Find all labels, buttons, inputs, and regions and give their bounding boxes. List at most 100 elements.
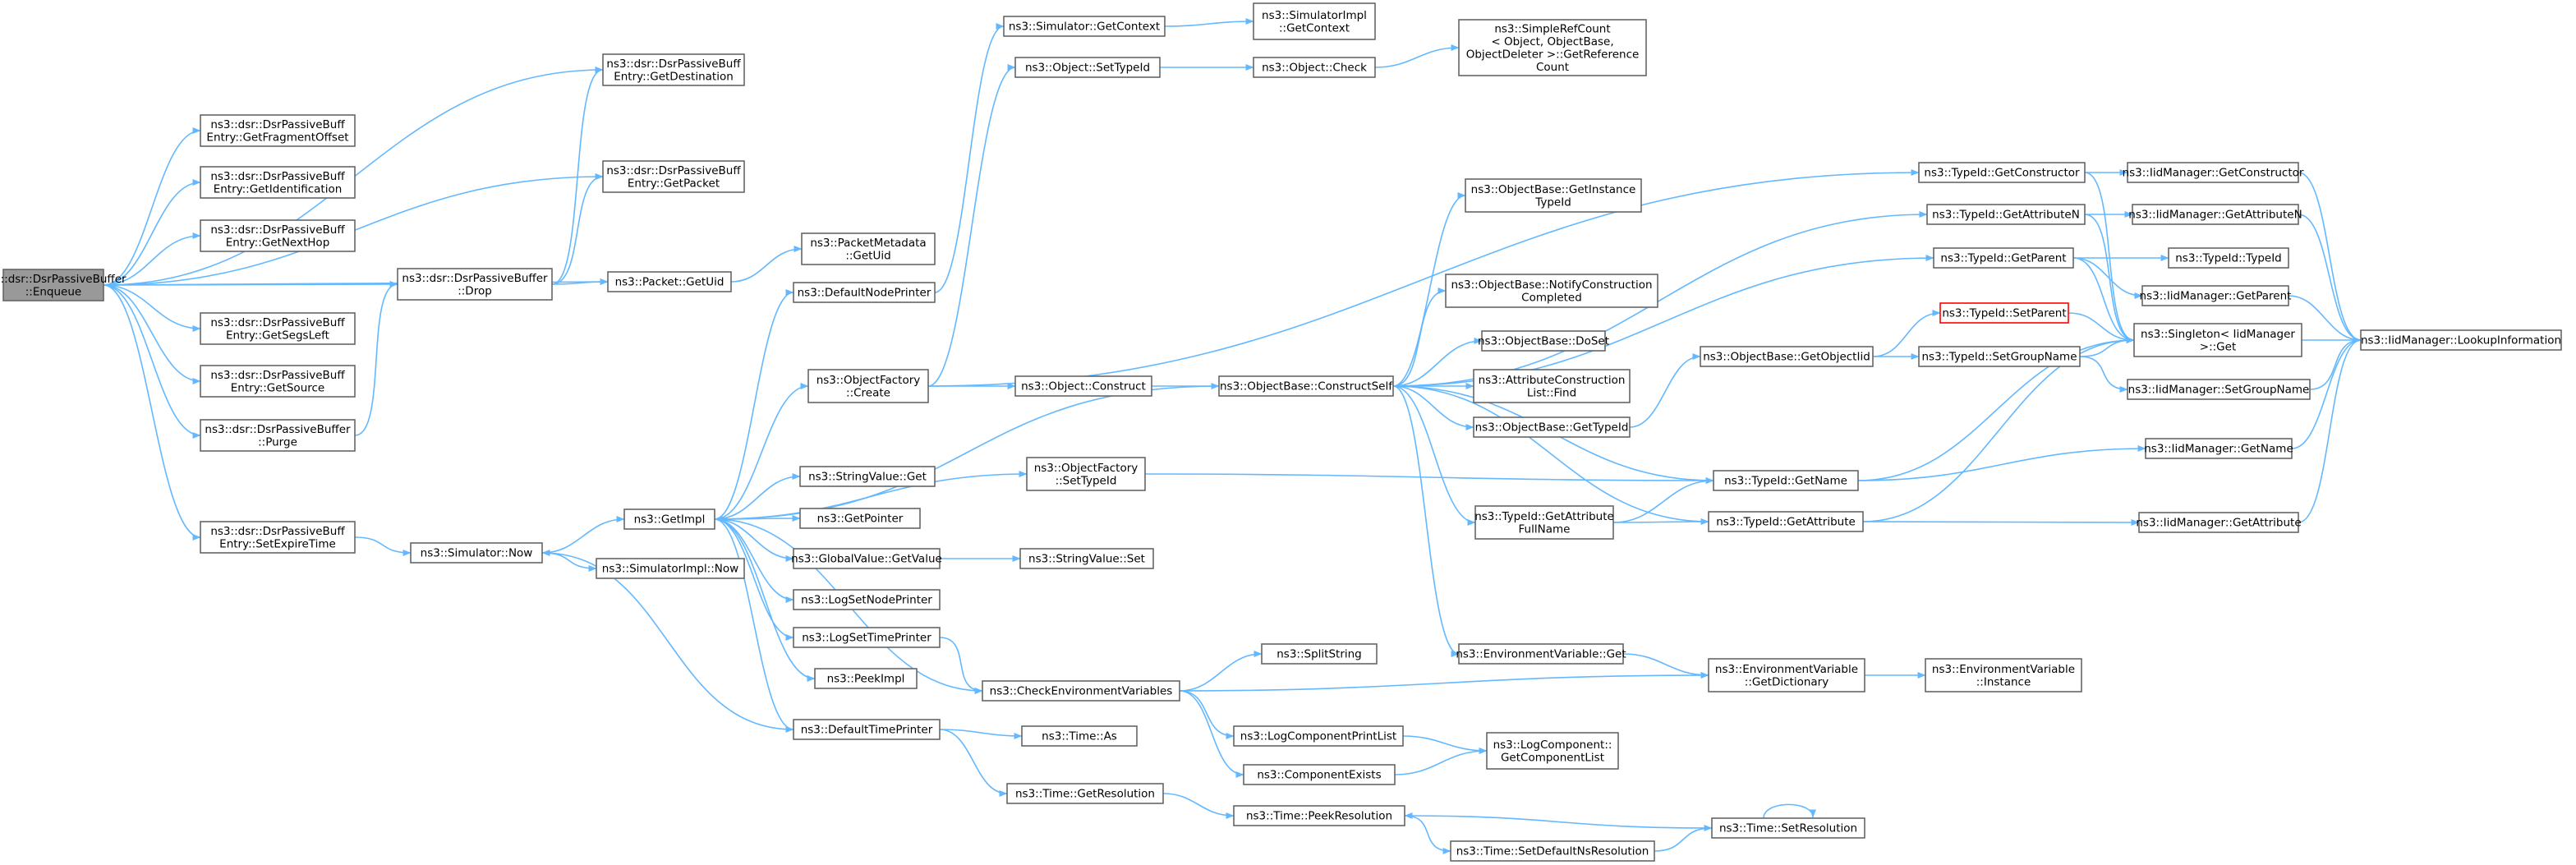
node-doset[interactable]: ns3::ObjectBase::DoSet <box>1478 330 1609 352</box>
node-box <box>1939 302 2069 324</box>
node-label: ns3::Singleton< IidManager <box>2141 328 2295 341</box>
node-envinstance[interactable]: ns3::EnvironmentVariable::Instance <box>1925 658 2082 692</box>
node-simulatornow[interactable]: ns3::Simulator::Now <box>410 542 543 564</box>
node-packetmetadatagetuid[interactable]: ns3::PacketMetadata::GetUid <box>801 232 936 265</box>
edge-constructself-to-notifyconstruction <box>1392 288 1447 387</box>
node-label: ns3::Object::SetTypeId <box>1025 62 1150 75</box>
node-envgetdictionary[interactable]: ns3::EnvironmentVariable::GetDictionary <box>1708 658 1865 692</box>
edge-envget-to-envgetdictionary <box>1622 653 1709 679</box>
node-objectbasegettypeid[interactable]: ns3::ObjectBase::GetTypeId <box>1473 416 1631 438</box>
node-label: TypeId <box>1534 196 1571 209</box>
node-simplerefcount[interactable]: ns3::SimpleRefCount< Object, ObjectBase,… <box>1458 19 1647 76</box>
node-simulatorimplnow[interactable]: ns3::SimulatorImpl::Now <box>596 558 745 579</box>
node-objectfactorysettypeid[interactable]: ns3::ObjectFactory::SetTypeId <box>1026 457 1146 491</box>
node-getpointer[interactable]: ns3::GetPointer <box>799 508 921 529</box>
node-typeidsetparent[interactable]: ns3::TypeId::SetParent <box>1939 302 2069 324</box>
node-objectsettypeid[interactable]: ns3::Object::SetTypeId <box>1014 57 1161 78</box>
node-label: ns3::Time::GetResolution <box>1015 788 1155 801</box>
node-label: FullName <box>1519 522 1571 536</box>
node-timesetresolution[interactable]: ns3::Time::SetResolution <box>1711 817 1865 839</box>
node-objectcheck[interactable]: ns3::Object::Check <box>1253 57 1376 78</box>
node-getimpl[interactable]: ns3::GetImpl <box>623 508 715 530</box>
node-typeidgetname[interactable]: ns3::TypeId::GetName <box>1713 470 1859 491</box>
node-iidgetparent[interactable]: ns3::IidManager::GetParent <box>2140 285 2292 306</box>
node-getdestination[interactable]: ns3::dsr::DsrPassiveBuffEntry::GetDestin… <box>602 53 745 86</box>
node-packetgetuid[interactable]: ns3::Packet::GetUid <box>607 271 732 292</box>
node-objectfactorycreate[interactable]: ns3::ObjectFactory::Create <box>807 369 929 403</box>
node-box <box>602 53 745 86</box>
node-objectconstruct[interactable]: ns3::Object::Construct <box>1014 375 1152 397</box>
edge-simulatorgetcontext-to-simulatorimplgetcontext <box>1164 18 1254 27</box>
node-label: ns3::DefaultNodePrinter <box>798 287 932 300</box>
node-timeas[interactable]: ns3::Time::As <box>1021 725 1138 747</box>
node-singletonget[interactable]: ns3::Singleton< IidManager>::Get <box>2133 323 2302 357</box>
node-box <box>2145 438 2293 459</box>
node-box <box>1450 840 1655 862</box>
node-setdefaultnsres[interactable]: ns3::Time::SetDefaultNsResolution <box>1450 840 1655 862</box>
node-typeidgetconstructor[interactable]: ns3::TypeId::GetConstructor <box>1918 162 2086 183</box>
node-stringvalueset[interactable]: ns3::StringValue::Set <box>1019 548 1154 569</box>
edge-getimpl-to-globalvaluegetvalue <box>714 518 794 562</box>
node-label: ns3::SimulatorImpl::Now <box>602 563 738 576</box>
edge-iidgetconstructor-to-iidlookup <box>2298 172 2362 343</box>
node-logcomponentprintlist[interactable]: ns3::LogComponentPrintList <box>1233 725 1404 747</box>
node-checkenv[interactable]: ns3::CheckEnvironmentVariables <box>982 680 1180 702</box>
node-logsetnodeprinter[interactable]: ns3::LogSetNodePrinter <box>793 589 941 610</box>
node-iidgetattributen[interactable]: ns3::IidManager::GetAttributeN <box>2128 204 2302 225</box>
edge-getimpl-to-objectfactorycreate <box>714 383 809 520</box>
node-box <box>1014 375 1152 397</box>
node-label: ns3::SimpleRefCount <box>1494 22 1610 35</box>
edge-typeidsetparent-to-singletonget <box>2068 312 2135 343</box>
node-peekimpl[interactable]: ns3::PeekImpl <box>814 668 918 689</box>
node-simulatorimplgetcontext[interactable]: ns3::SimulatorImpl::GetContext <box>1253 2 1376 40</box>
node-splitstring[interactable]: ns3::SplitString <box>1261 643 1378 665</box>
node-getnexthop[interactable]: ns3::dsr::DsrPassiveBuffEntry::GetNextHo… <box>200 219 356 252</box>
node-getidentification[interactable]: ns3::dsr::DsrPassiveBuffEntry::GetIdenti… <box>200 166 356 199</box>
node-label: ::Instance <box>1976 675 2031 688</box>
node-drop[interactable]: ns3::dsr::DsrPassiveBuffer::Drop <box>397 268 553 301</box>
node-typeidsetgroupname[interactable]: ns3::TypeId::SetGroupName <box>1918 346 2081 367</box>
node-box <box>1026 457 1146 491</box>
edge-iidgetparent-to-iidlookup <box>2288 295 2362 343</box>
node-iidgetconstructor[interactable]: ns3::IidManager::GetConstructor <box>2123 162 2304 183</box>
node-stringvalueget[interactable]: ns3::StringValue::Get <box>799 466 936 487</box>
edge-constructself-to-getattributefullname <box>1392 385 1476 526</box>
node-logsettimeprinter[interactable]: ns3::LogSetTimePrinter <box>793 627 941 648</box>
node-iidsetgroupname[interactable]: ns3::IidManager::SetGroupName <box>2127 379 2311 400</box>
node-getfragmentoffset[interactable]: ns3::dsr::DsrPassiveBuffEntry::GetFragme… <box>200 114 356 147</box>
node-componentexists[interactable]: ns3::ComponentExists <box>1243 764 1396 785</box>
node-notifyconstruction[interactable]: ns3::ObjectBase::NotifyConstructionCompl… <box>1445 274 1658 308</box>
node-timegetresolution[interactable]: ns3::Time::GetResolution <box>1006 783 1164 804</box>
node-getsegsleft[interactable]: ns3::dsr::DsrPassiveBuffEntry::GetSegsLe… <box>200 312 356 345</box>
edge-drop-to-packetgetuid <box>551 278 609 286</box>
node-globalvaluegetvalue[interactable]: ns3::GlobalValue::GetValue <box>791 548 942 569</box>
node-typeidtypeid[interactable]: ns3::TypeId::TypeId <box>2168 247 2289 269</box>
node-iidlookup[interactable]: ns3::IidManager::LookupInformation <box>2360 329 2562 351</box>
node-logcomponentgetlist[interactable]: ns3::LogComponent::GetComponentList <box>1486 732 1619 770</box>
node-typeidgetattributen[interactable]: ns3::TypeId::GetAttributeN <box>1926 204 2086 225</box>
node-simulatorgetcontext[interactable]: ns3::Simulator::GetContext <box>1003 16 1166 37</box>
node-defaulttimeprinter[interactable]: ns3::DefaultTimePrinter <box>793 719 941 740</box>
edge-getimpl-to-stringvalueget <box>714 473 801 520</box>
node-label: ns3::EnvironmentVariable::Get <box>1456 648 1626 661</box>
node-purge[interactable]: ns3::dsr::DsrPassiveBuffer::Purge <box>200 419 356 452</box>
node-iidgetattribute[interactable]: ns3::IidManager::GetAttribute <box>2136 512 2302 533</box>
node-box <box>799 508 921 529</box>
node-constructself[interactable]: ns3::ObjectBase::ConstructSelf <box>1218 375 1394 397</box>
node-defaultnodeprinter[interactable]: ns3::DefaultNodePrinter <box>793 282 936 303</box>
node-getobjectiid[interactable]: ns3::ObjectBase::GetObjectIid <box>1700 346 1874 367</box>
node-typeidgetparent[interactable]: ns3::TypeId::GetParent <box>1933 247 2074 269</box>
node-setexpiretime[interactable]: ns3::dsr::DsrPassiveBuffEntry::SetExpire… <box>200 521 356 554</box>
node-enqueue[interactable]: ns3::dsr::DsrPassiveBuffer::Enqueue <box>0 269 126 301</box>
node-envget[interactable]: ns3::EnvironmentVariable::Get <box>1456 643 1626 665</box>
node-typeidgetattribute[interactable]: ns3::TypeId::GetAttribute <box>1708 511 1864 532</box>
node-timepeekresolution[interactable]: ns3::Time::PeekResolution <box>1233 805 1405 826</box>
node-box <box>793 719 941 740</box>
node-iidgetname[interactable]: ns3::IidManager::GetName <box>2144 438 2293 459</box>
node-box <box>1003 16 1166 37</box>
